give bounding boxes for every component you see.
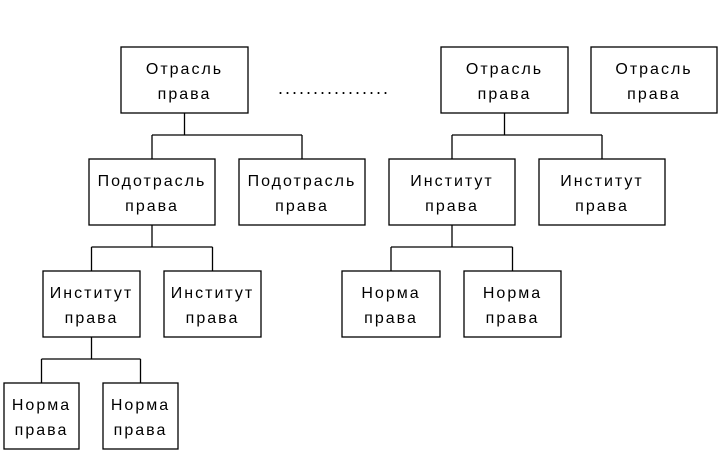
node-label-line: Институт [50, 285, 133, 302]
node-box [163, 270, 262, 338]
node-label-line: права [186, 310, 240, 327]
node-box [88, 158, 216, 226]
node-label-line: права [425, 198, 479, 215]
connector-lines [40, 113, 603, 383]
node-label-line: права [114, 422, 168, 439]
node-label-line: права [125, 198, 179, 215]
node-label-line: права [15, 422, 69, 439]
ellipsis-dots: ................ [278, 78, 390, 98]
node-label-line: Норма [361, 285, 420, 302]
node-branch2: Отрасль права [440, 46, 569, 114]
node-label-line: Подотрасль [248, 173, 357, 190]
node-label-line: права [486, 310, 540, 327]
node-box [463, 270, 562, 338]
node-label-line: Отрасль [466, 61, 543, 78]
node-label-line: права [364, 310, 418, 327]
node-label-line: права [275, 198, 329, 215]
node-label-line: Институт [410, 173, 493, 190]
node-box [590, 46, 718, 114]
node-norm3: Норма права [341, 270, 441, 338]
node-label-line: Институт [171, 285, 254, 302]
node-label-line: права [65, 310, 119, 327]
node-branch3: Отрасль права [590, 46, 718, 114]
node-label-line: права [158, 86, 212, 103]
node-norm4: Норма права [463, 270, 562, 338]
node-box [538, 158, 666, 226]
node-label-line: права [478, 86, 532, 103]
node-label-line: Подотрасль [98, 173, 207, 190]
node-box [440, 46, 569, 114]
node-box [42, 270, 141, 338]
node-label-line: Отрасль [615, 61, 692, 78]
node-box [238, 158, 366, 226]
node-institute4: Институт права [538, 158, 666, 226]
node-label-line: Норма [12, 397, 71, 414]
node-label-line: Институт [560, 173, 643, 190]
diagram-nodes: ОтрасльправаОтрасльправаОтрасльправаПодо… [3, 46, 718, 450]
node-subbranch2: Подотрасль права [238, 158, 366, 226]
node-box [102, 382, 179, 450]
node-subbranch1: Подотрасль права [88, 158, 216, 226]
node-norm2: Норма права [102, 382, 179, 450]
node-label-line: Норма [483, 285, 542, 302]
node-box [3, 382, 80, 450]
node-label-line: Норма [111, 397, 170, 414]
node-institute3: Институт права [388, 158, 516, 226]
node-box [341, 270, 441, 338]
node-label-line: права [627, 86, 681, 103]
node-institute1: Институт права [42, 270, 141, 338]
node-institute2: Институт права [163, 270, 262, 338]
node-box [120, 46, 249, 114]
node-box [388, 158, 516, 226]
node-label-line: права [575, 198, 629, 215]
node-norm1: Норма права [3, 382, 80, 450]
node-label-line: Отрасль [146, 61, 223, 78]
node-branch1: Отрасль права [120, 46, 249, 114]
